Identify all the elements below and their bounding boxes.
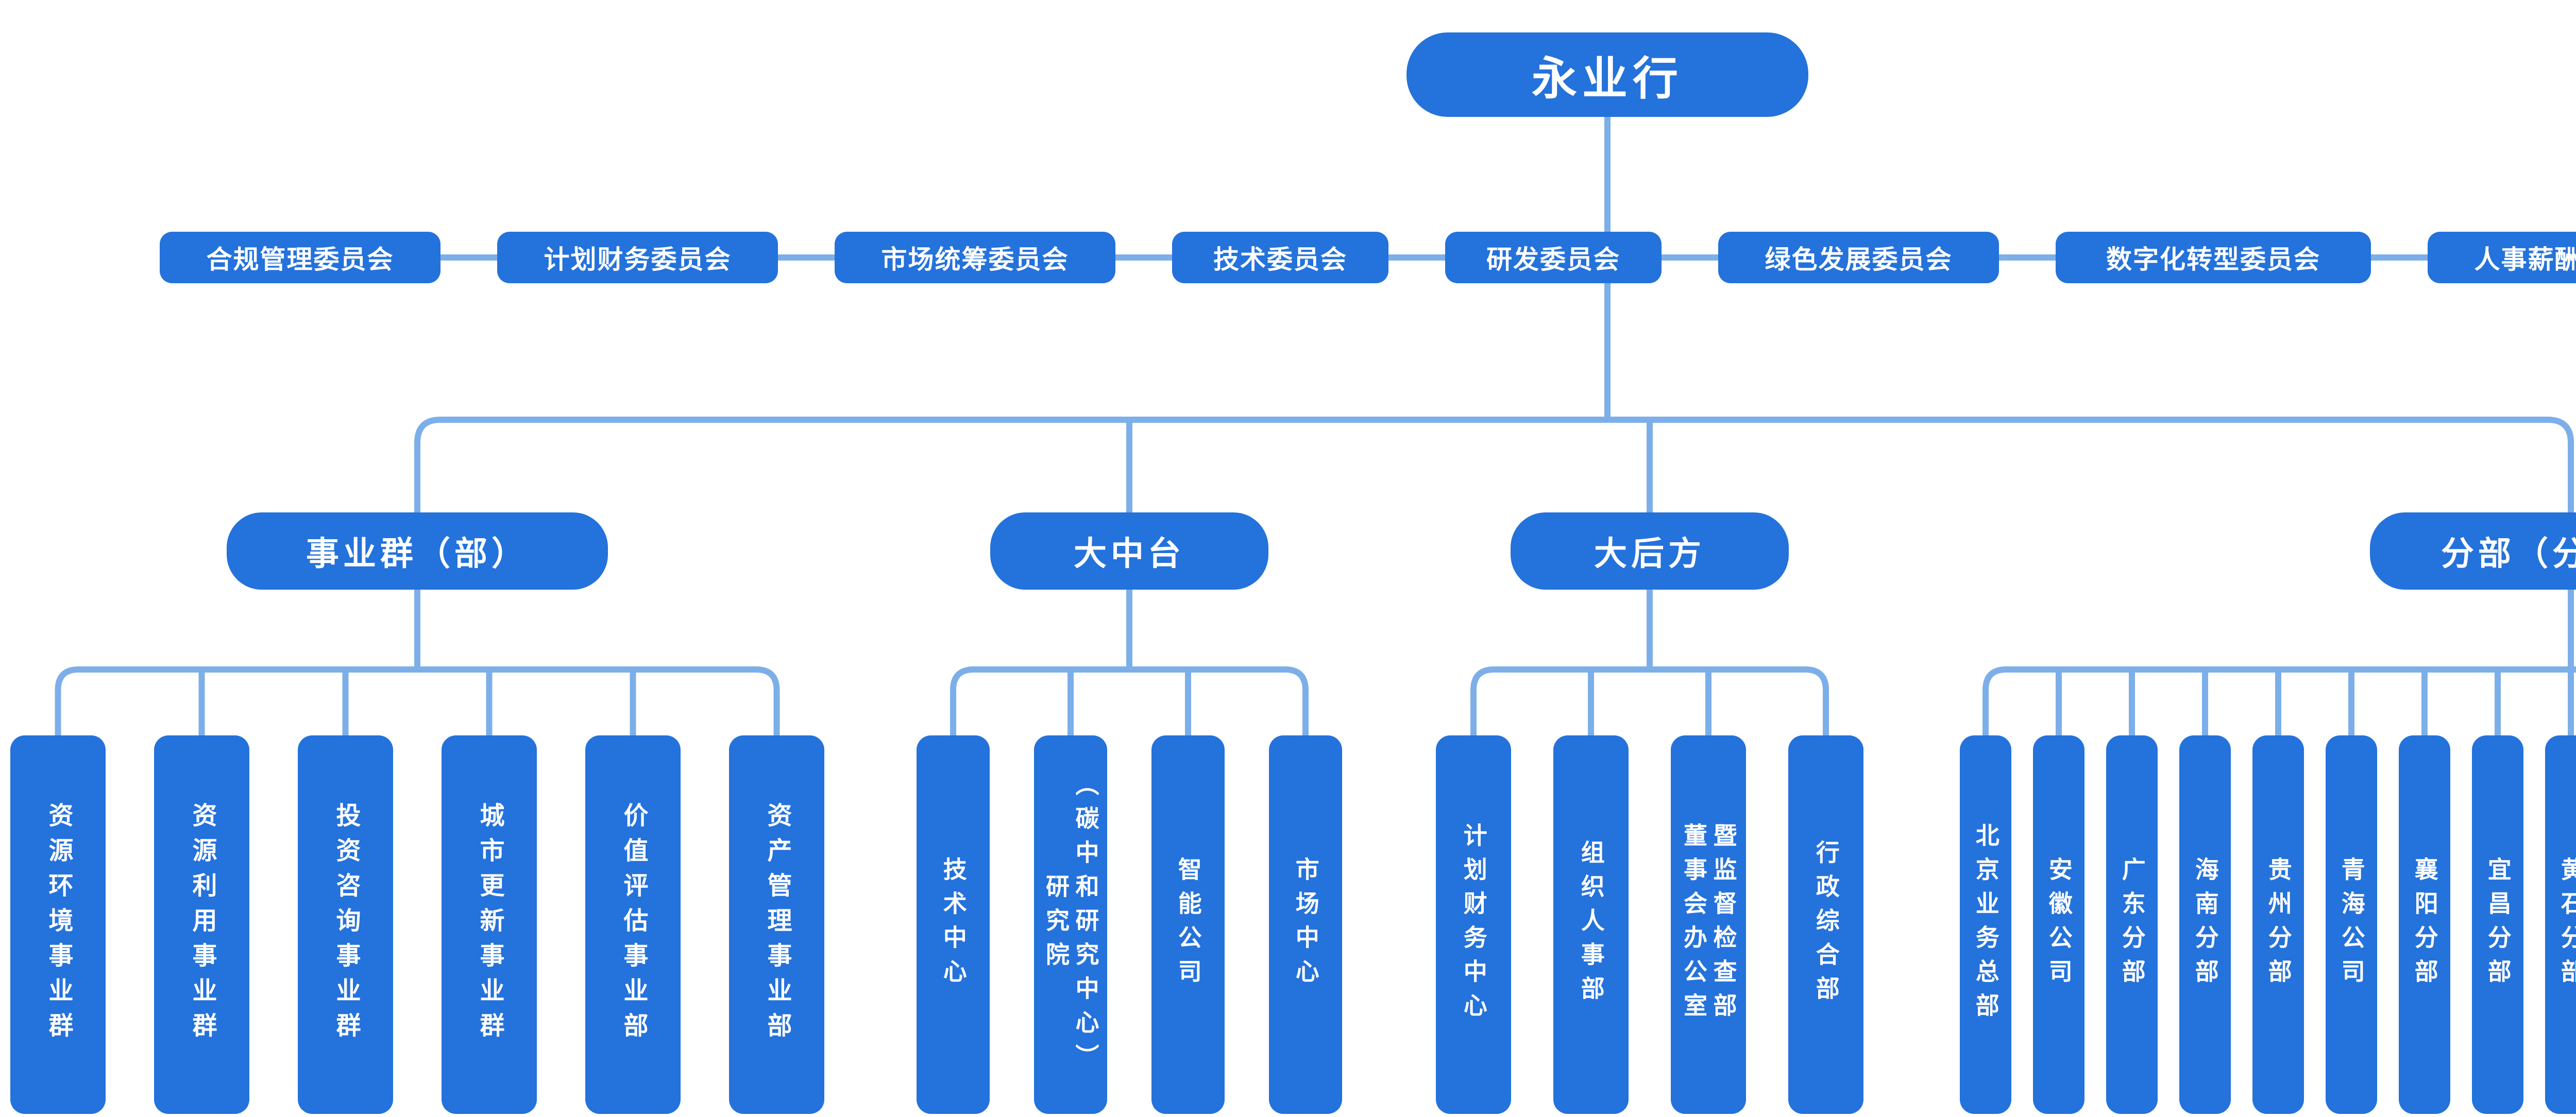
dept-node-label: 价值评估事业部 [619,802,647,1047]
dept-node: 技术中心 [917,735,990,1114]
dept-node: 城市更新事业群 [442,735,537,1114]
dept-node-label: 城市更新事业群 [476,802,503,1047]
dept-node-label: 青海公司 [2338,856,2365,993]
dept-node: 组织人事部 [1553,735,1629,1114]
dept-node-label: 投资咨询事业群 [332,802,360,1047]
dept-node-label: 技术中心 [940,856,967,993]
dept-node-label: 广东分部 [2119,856,2146,993]
dept-node-label: 宜昌分部 [2484,856,2512,993]
committee-node: 合规管理委员会 [160,232,440,283]
group-node-label: 事业群（部） [306,535,529,572]
dept-node-label: 行政综合部 [1812,839,1840,1010]
dept-node: 资源利用事业群 [154,735,249,1114]
dept-node-label: 安徽公司 [2045,856,2073,993]
dept-node: 襄阳分部 [2399,735,2450,1114]
committee-node-label: 数字化转型委员会 [2106,245,2320,274]
group-node: 分部（分公司） [2370,512,2576,590]
dept-node: 北京业务总部 [1960,735,2011,1114]
committee-node-label: 人事薪酬委员会 [2474,245,2576,274]
dept-node: 智能公司 [1151,735,1225,1114]
committee-node-label: 研发委员会 [1486,245,1620,274]
committee-node: 技术委员会 [1172,232,1388,283]
dept-node-label: 市场中心 [1292,856,1319,993]
committee-node-label: 合规管理委员会 [206,245,394,274]
dept-node-label: 贵州分部 [2265,856,2292,993]
group-node-label: 分部（分公司） [2441,535,2576,572]
dept-node: 资源环境事业群 [10,735,106,1114]
dept-node: 计划财务中心 [1436,735,1511,1114]
committee-node: 数字化转型委员会 [2056,232,2371,283]
committee-node-label: 市场统筹委员会 [881,245,1069,274]
committee-node-label: 技术委员会 [1213,245,1347,274]
connector-line [950,666,1309,735]
dept-node-label: 研究院 （碳中和研究中心） [1043,771,1099,1078]
dept-node: 宜昌分部 [2472,735,2523,1114]
dept-node: 安徽公司 [2033,735,2084,1114]
committee-node: 研发委员会 [1445,232,1662,283]
dept-node-label: 海南分部 [2192,856,2219,993]
dept-node: 行政综合部 [1788,735,1863,1114]
dept-node: 研究院 （碳中和研究中心） [1034,735,1107,1114]
group-node-label: 大后方 [1594,535,1705,572]
dept-node: 贵州分部 [2252,735,2304,1114]
dept-node-label: 北京业务总部 [1972,822,1999,1027]
committee-node: 计划财务委员会 [497,232,778,283]
dept-node-label: 资源利用事业群 [188,802,216,1047]
dept-node: 海南分部 [2179,735,2231,1114]
connector-line [55,666,780,735]
root-node: 永业行 [1406,32,1808,117]
dept-node-label: 黄石分部 [2557,856,2576,993]
committee-node: 人事薪酬委员会 [2428,232,2576,283]
group-node: 大中台 [990,512,1268,590]
dept-node: 青海公司 [2326,735,2377,1114]
dept-node-label: 襄阳分部 [2411,856,2438,993]
group-node: 事业群（部） [227,512,608,590]
dept-node-label: 资产管理事业部 [763,802,791,1047]
dept-node-label: 组织人事部 [1578,839,1605,1010]
root-node-label: 永业行 [1531,53,1683,104]
dept-node-label: 董事会办公室 暨监督检查部 [1681,822,1737,1027]
dept-node: 广东分部 [2106,735,2158,1114]
group-node: 大后方 [1511,512,1789,590]
dept-node: 董事会办公室 暨监督检查部 [1671,735,1746,1114]
connector-line [414,417,2574,512]
dept-node: 投资咨询事业群 [298,735,393,1114]
connector-line [1470,666,1829,735]
committee-node: 绿色发展委员会 [1718,232,1999,283]
dept-node-label: 智能公司 [1175,856,1202,993]
committee-node-label: 绿色发展委员会 [1765,245,1953,274]
dept-node: 价值评估事业部 [585,735,681,1114]
group-node-label: 大中台 [1074,535,1185,572]
committee-node-label: 计划财务委员会 [544,245,732,274]
committee-node: 市场统筹委员会 [835,232,1115,283]
dept-node-label: 资源环境事业群 [44,802,72,1047]
dept-node: 市场中心 [1269,735,1342,1114]
dept-node: 资产管理事业部 [729,735,824,1114]
dept-node: 黄石分部 [2545,735,2576,1114]
dept-node-label: 计划财务中心 [1460,822,1487,1027]
